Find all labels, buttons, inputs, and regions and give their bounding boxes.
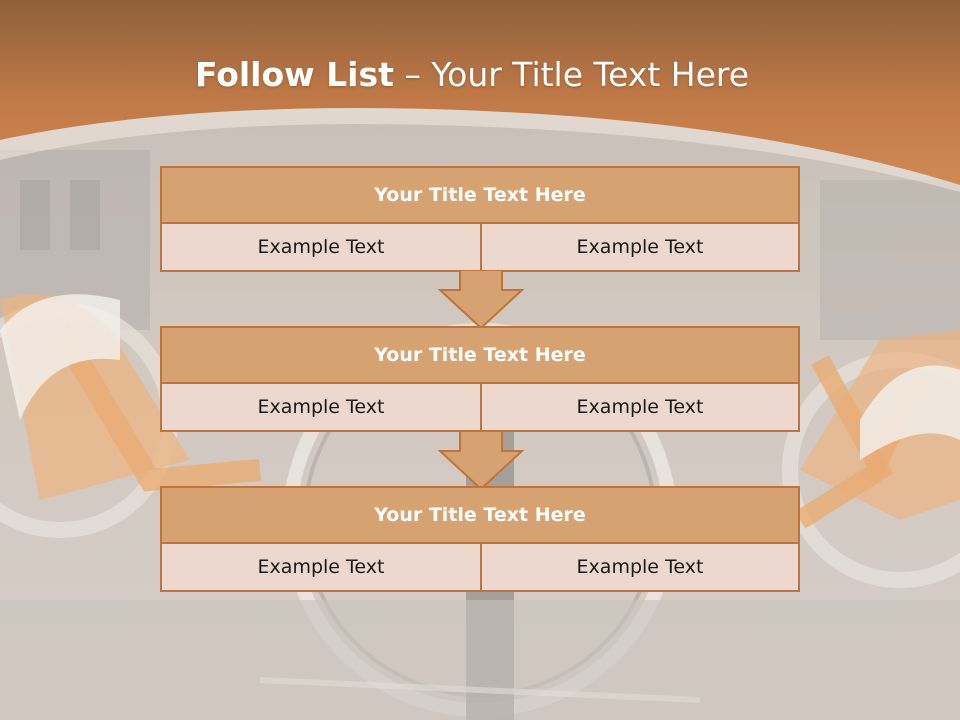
step-cell-left: Example Text [160,542,482,592]
step-cell-left: Example Text [160,382,482,432]
step-block-3: Your Title Text Here Example Text Exampl… [160,486,800,592]
step-title: Your Title Text Here [160,166,800,224]
step-title: Your Title Text Here [160,486,800,544]
step-cell-right: Example Text [480,222,800,272]
down-arrow-icon [438,431,524,491]
step-title: Your Title Text Here [160,326,800,384]
slide-title-rest: – Your Title Text Here [393,55,750,94]
step-block-2: Your Title Text Here Example Text Exampl… [160,326,800,432]
slide-title-bold: Follow List [194,55,394,94]
down-arrow-icon [438,270,524,330]
slide-title: Follow List – Your Title Text Here [0,52,944,98]
step-cell-left: Example Text [160,222,482,272]
header-band [0,0,960,192]
step-block-1: Your Title Text Here Example Text Exampl… [160,166,800,272]
step-cell-right: Example Text [480,542,800,592]
step-cell-right: Example Text [480,382,800,432]
